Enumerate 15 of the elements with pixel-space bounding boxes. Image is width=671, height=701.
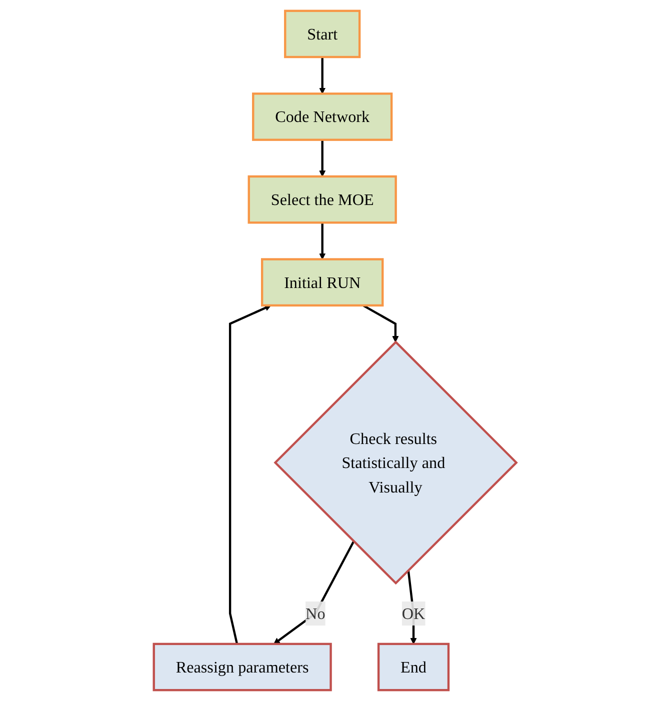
node-box: Select the MOE (248, 175, 398, 224)
arrow (320, 57, 326, 94)
node-diamond: Check results Statistically and Visually (274, 340, 518, 585)
arrow (229, 304, 272, 644)
node-box: Start (284, 10, 362, 58)
node-box: Initial RUN (261, 258, 384, 307)
arrow (320, 140, 326, 177)
arrow (320, 222, 326, 260)
edge-label: OK (402, 604, 426, 623)
node-box: End (378, 642, 450, 692)
node-box: Reassign parameters (153, 642, 332, 692)
arrow (362, 304, 400, 342)
edge-label: No (306, 604, 326, 623)
arrow (274, 540, 356, 644)
node-box: Code Network (252, 92, 394, 141)
